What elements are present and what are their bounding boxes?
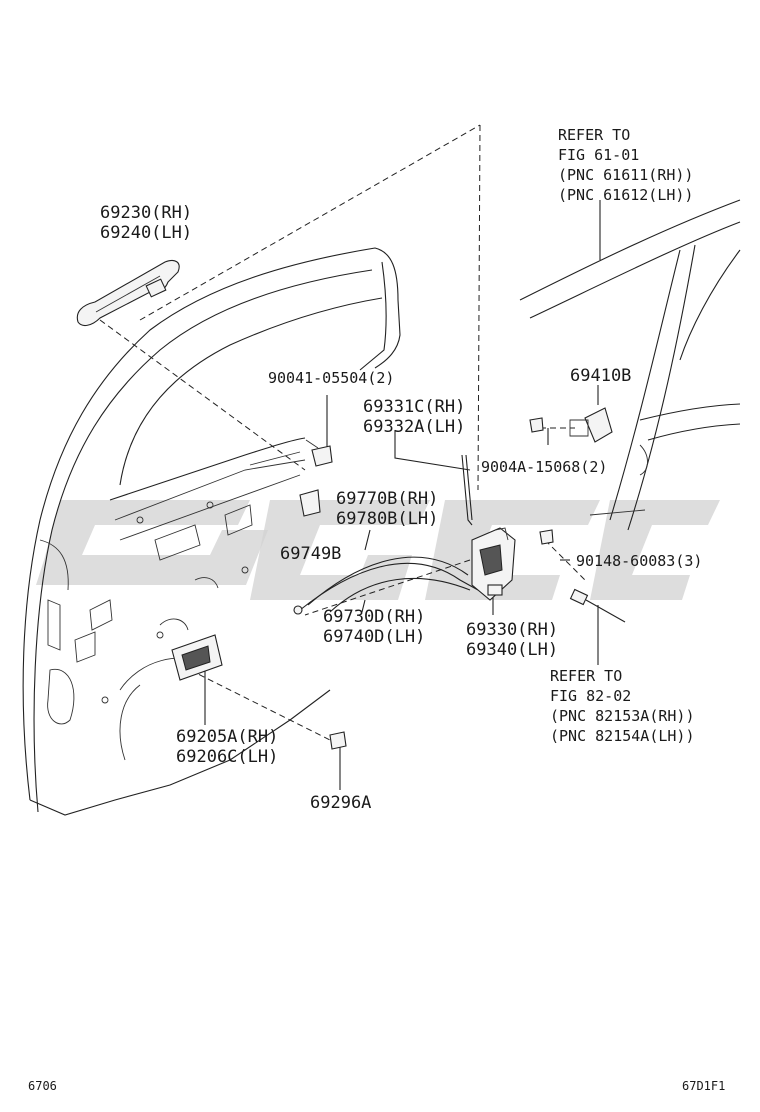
ref-upper-line4: (PNC 61612(LH)) — [558, 186, 693, 204]
ref-lower-line2: FIG 82-02 — [550, 687, 631, 705]
door-inner-panel — [22, 247, 401, 816]
striker-69410B — [569, 407, 613, 443]
watermark-logo — [36, 500, 720, 600]
label-lock-rh: 69330(RH) — [466, 620, 558, 640]
reference-notes: REFER TO FIG 61-01 (PNC 61611(RH)) (PNC … — [550, 126, 695, 745]
door-lock-assembly — [471, 527, 516, 601]
label-handle-inner-rh: 69205A(RH) — [176, 727, 278, 747]
inner-door-handle — [171, 634, 223, 681]
bolt-90041 — [305, 439, 333, 467]
label-rod-rh: 69331C(RH) — [363, 397, 465, 417]
ref-lower-line3: (PNC 82153A(RH)) — [550, 707, 695, 725]
label-screw-striker: 9004A-15068(2) — [481, 458, 607, 476]
footer-left-code: 6706 — [28, 1079, 57, 1093]
ref-lower-line1: REFER TO — [550, 667, 622, 685]
label-cable-handle-rh: 69730D(RH) — [323, 607, 425, 627]
screw-9004A — [529, 417, 544, 433]
outer-door-handle — [76, 259, 180, 327]
cables — [293, 556, 479, 615]
label-cable-lock-rh: 69770B(RH) — [336, 489, 438, 509]
ref-upper-line1: REFER TO — [558, 126, 630, 144]
label-cable-lock-lh: 69780B(LH) — [336, 509, 438, 529]
control-rod — [461, 454, 473, 526]
cable-connector — [569, 588, 626, 623]
label-handle-outer-rh: 69230(RH) — [100, 203, 192, 223]
label-handle-outer-lh: 69240(LH) — [100, 223, 192, 243]
label-striker: 69410B — [570, 366, 631, 386]
ref-upper-line2: FIG 61-01 — [558, 146, 639, 164]
screw-90148 — [539, 529, 554, 545]
screw-69296A — [329, 731, 347, 750]
label-bolt-upper: 90041-05504(2) — [268, 369, 394, 387]
footer-right-code: 67D1F1 — [682, 1079, 725, 1093]
label-lock-lh: 69340(LH) — [466, 640, 558, 660]
clip-69749B — [299, 489, 321, 517]
label-clip: 69749B — [280, 544, 341, 564]
label-rod-lh: 69332A(LH) — [363, 417, 465, 437]
ref-upper-line3: (PNC 61611(RH)) — [558, 166, 693, 184]
footer: 6706 67D1F1 — [28, 1079, 725, 1093]
ref-lower-line4: (PNC 82154A(LH)) — [550, 727, 695, 745]
body-pillar — [519, 199, 741, 531]
label-handle-inner-lh: 69206C(LH) — [176, 747, 278, 767]
callout-labels: 69230(RH) 69240(LH) 90041-05504(2) 69331… — [100, 203, 702, 813]
label-screw-inner: 69296A — [310, 793, 371, 813]
label-screw-lock: 90148-60083(3) — [576, 552, 702, 570]
label-cable-handle-lh: 69740D(LH) — [323, 627, 425, 647]
